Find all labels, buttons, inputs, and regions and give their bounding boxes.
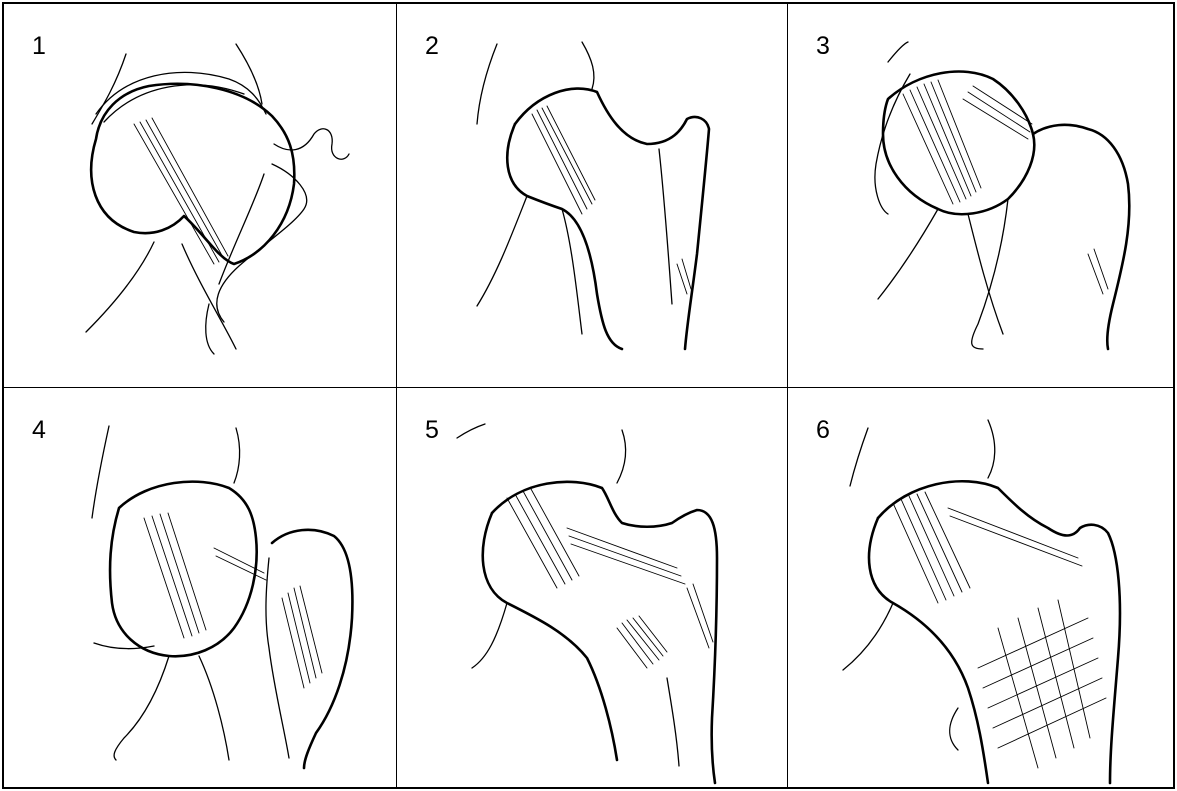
panel-1: 1 (4, 4, 397, 388)
panel-2: 2 (397, 4, 788, 388)
panel-6: 6 (788, 388, 1173, 787)
femur-head-drawing-stage-3 (788, 4, 1173, 388)
femur-head-drawing-stage-6 (788, 388, 1173, 787)
femur-head-drawing-stage-2 (397, 4, 788, 388)
femur-head-drawing-stage-4 (4, 388, 397, 787)
panel-3: 3 (788, 4, 1173, 388)
femur-head-drawing-stage-1 (4, 4, 397, 388)
panel-5: 5 (397, 388, 788, 787)
femur-head-drawing-stage-5 (397, 388, 788, 787)
panel-4: 4 (4, 388, 397, 787)
